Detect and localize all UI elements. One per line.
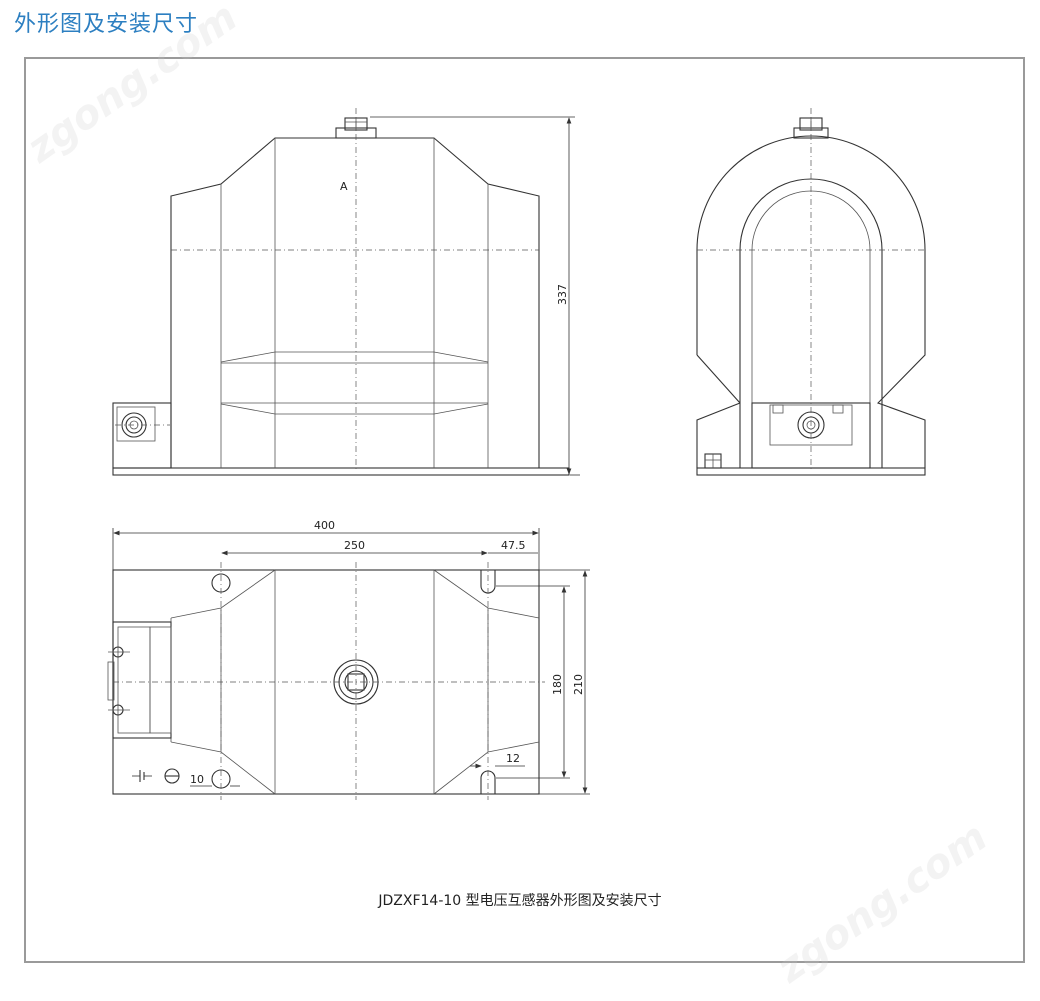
page-title: 外形图及安装尺寸 bbox=[14, 12, 199, 37]
dim-hole-spacing: 250 bbox=[344, 539, 365, 552]
dim-width: 210 bbox=[572, 674, 585, 695]
dim-height: 337 bbox=[556, 284, 569, 305]
ground-symbol-icon bbox=[132, 768, 180, 784]
drawing-frame bbox=[24, 57, 1025, 963]
drawing-caption: JDZXF14-10 型电压互感器外形图及安装尺寸 bbox=[378, 893, 662, 909]
dim-slot-left: 10 bbox=[190, 773, 204, 786]
dim-edge-offset: 47.5 bbox=[501, 539, 526, 552]
view-label-a: A bbox=[340, 180, 348, 193]
front-view: A 337 bbox=[112, 108, 580, 476]
side-view bbox=[696, 108, 926, 476]
dim-slot-right: 12 bbox=[506, 752, 520, 765]
top-view: 400 250 47.5 210 180 12 10 bbox=[107, 519, 590, 800]
dim-hole-pitch: 180 bbox=[551, 674, 564, 695]
dim-length: 400 bbox=[314, 519, 335, 532]
